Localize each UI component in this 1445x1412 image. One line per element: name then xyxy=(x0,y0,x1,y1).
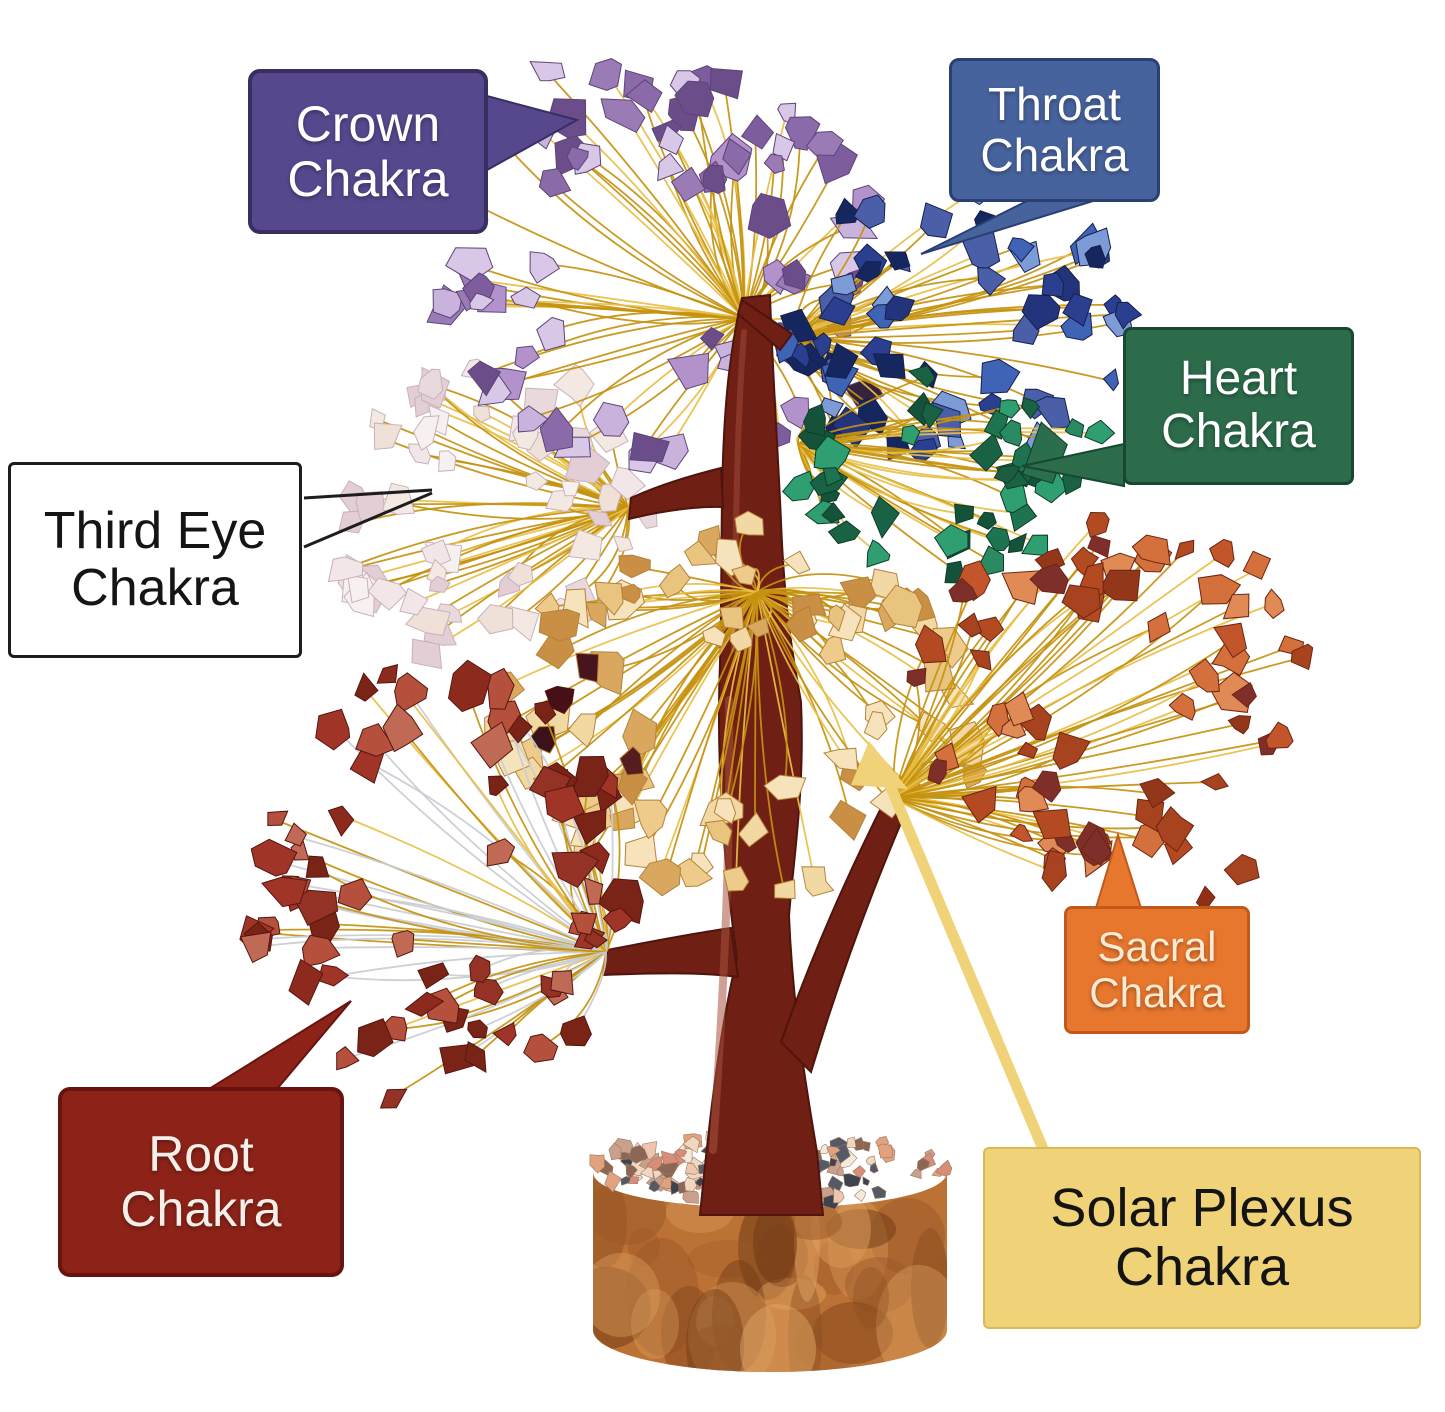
callout-sacral-chakra: Sacral Chakra xyxy=(1064,906,1250,1034)
sacral-chakra-line2: Chakra xyxy=(1089,969,1225,1016)
root-chakra-line2: Chakra xyxy=(120,1181,282,1237)
gem-cluster-root-jasper xyxy=(239,659,644,1109)
callout-crown-chakra: Crown Chakra xyxy=(248,69,488,234)
gem-cluster-sacral-carnelian xyxy=(892,511,1314,912)
callout-root-chakra: Root Chakra xyxy=(58,1087,344,1277)
third-eye-pointer-line-lower xyxy=(303,491,433,549)
crown-chakra-line1: Crown xyxy=(295,95,441,152)
callout-throat-chakra: Throat Chakra xyxy=(949,58,1160,202)
callout-tail-root xyxy=(205,1000,352,1090)
callout-heart-chakra: Heart Chakra xyxy=(1123,327,1354,485)
throat-chakra-line2: Chakra xyxy=(980,129,1129,181)
throat-chakra-line1: Throat xyxy=(988,78,1121,131)
gem-cluster-heart-aventurine xyxy=(782,365,1126,584)
heart-chakra-line2: Chakra xyxy=(1161,405,1316,458)
solar-plexus-chakra-line2: Chakra xyxy=(1114,1237,1290,1297)
third-eye-pointer-line-upper xyxy=(303,488,433,500)
callout-third-eye-chakra: Third Eye Chakra xyxy=(8,462,302,658)
heart-chakra-line1: Heart xyxy=(1179,352,1298,406)
third-eye-chakra-line1: Third Eye xyxy=(43,501,267,560)
tree-trunk xyxy=(601,293,906,1216)
solar-plexus-arrow-shaft xyxy=(880,770,1052,1162)
root-chakra-line1: Root xyxy=(148,1126,254,1182)
solar-plexus-arrow-head xyxy=(851,741,908,789)
solar-plexus-chakra-line1: Solar Plexus xyxy=(1050,1177,1354,1238)
wooden-base xyxy=(589,1130,953,1372)
crown-chakra-line2: Chakra xyxy=(287,150,449,207)
sacral-chakra-line1: Sacral xyxy=(1097,922,1217,970)
third-eye-chakra-line2: Chakra xyxy=(71,559,239,617)
callout-solar-plexus-chakra: Solar Plexus Chakra xyxy=(983,1147,1421,1329)
